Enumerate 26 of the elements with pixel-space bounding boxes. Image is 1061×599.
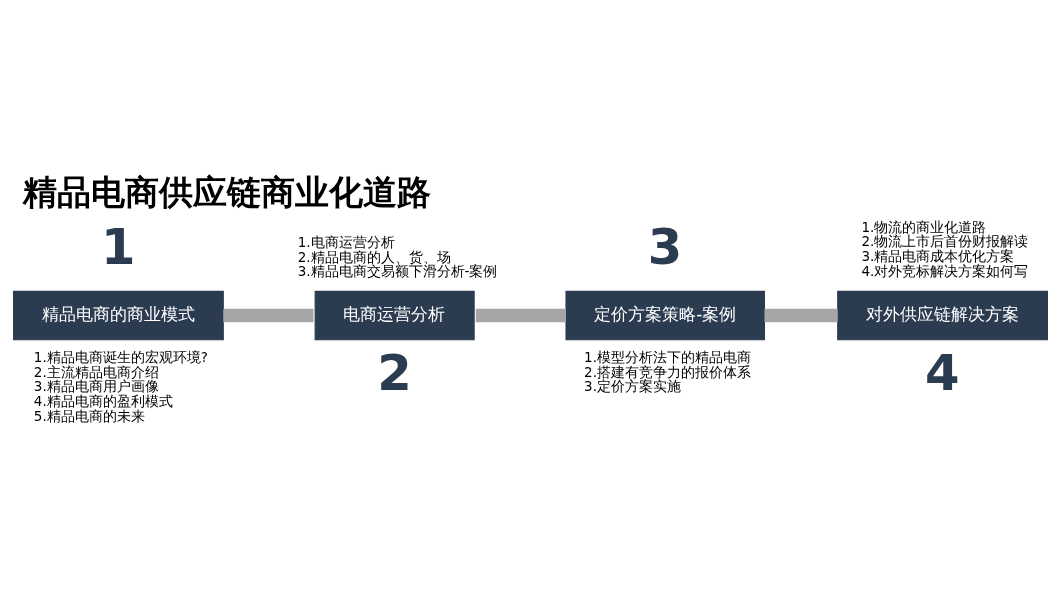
node-label: 2 — [377, 344, 412, 403]
node-label: 5.精品电商的未来 — [33, 407, 145, 424]
node-label: 1.物流的商业化道路 — [861, 218, 987, 235]
connector — [764, 308, 838, 323]
node-box: 对外供应链解决方案 — [837, 290, 1048, 341]
diagram-title: 精品电商供应链商业化道路 — [22, 172, 431, 212]
node-box: 精品电商的商业模式 — [13, 290, 224, 341]
node-label: 3 — [647, 217, 683, 276]
node-label: 1.精品电商诞生的宏观环境? — [33, 348, 208, 365]
node-label: 3.精品电商交易额下滑分析-案例 — [297, 263, 498, 280]
node-label: 4 — [925, 344, 960, 403]
connector — [475, 308, 566, 323]
node-label: 4.对外竞标解决方案如何写 — [861, 262, 1029, 279]
node-box: 定价方案策略-案例 — [565, 290, 765, 341]
node-label: 2.主流精品电商介绍 — [33, 363, 159, 380]
connector — [223, 308, 314, 323]
node-label: 1 — [100, 217, 136, 276]
node-label: 3.精品电商成本优化方案 — [861, 248, 1015, 264]
node-label: 3.精品电商用户画像 — [33, 378, 159, 395]
node-label: 2.精品电商的人、货、场 — [297, 248, 451, 265]
node-label: 1.电商运营分析 — [297, 233, 395, 250]
node-label: 4.精品电商的盈利模式 — [33, 392, 173, 409]
node-label: 1.模型分析法下的精品电商 — [584, 348, 751, 365]
node-box: 电商运营分析 — [314, 290, 475, 341]
node-label: 2.物流上市后首份财报解读 — [861, 233, 1029, 250]
node-label: 3.定价方案实施 — [584, 378, 681, 395]
